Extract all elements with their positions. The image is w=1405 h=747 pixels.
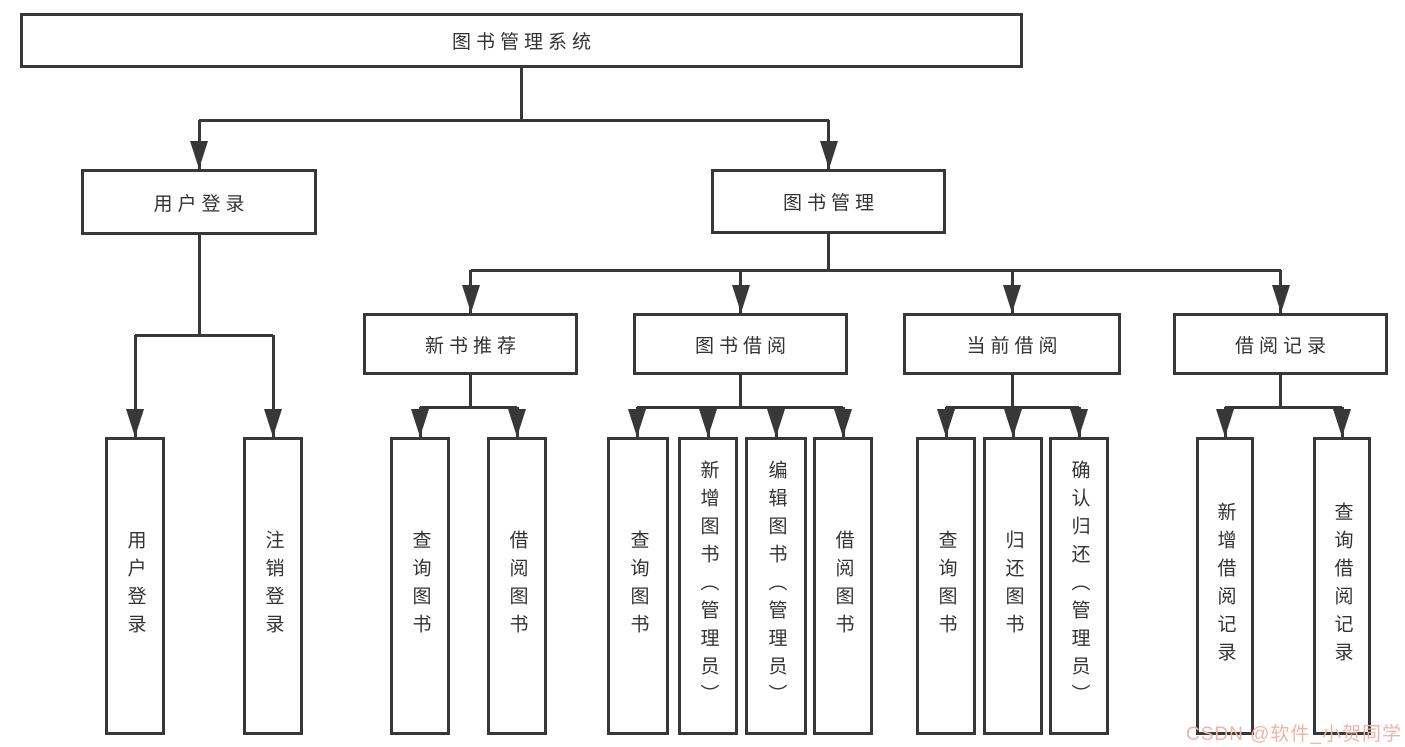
connector-line-vertical — [133, 335, 137, 437]
leaf-borrow-books-recommend-label: 借阅图书 — [506, 530, 528, 642]
leaf-query-books-current: 查询图书 — [916, 437, 976, 735]
leaf-confirm-return-admin: 确认归还（管理员） — [1049, 437, 1109, 735]
leaf-query-books-borrowing: 查询图书 — [607, 437, 669, 735]
connector-line-vertical — [739, 375, 742, 407]
leaf-query-books-recommend: 查询图书 — [390, 437, 450, 735]
arrowhead-down-icon — [628, 409, 646, 437]
connector-line-vertical — [271, 335, 275, 437]
leaf-add-borrow-record-label: 新增借阅记录 — [1214, 502, 1236, 670]
leaf-add-borrow-record: 新增借阅记录 — [1196, 437, 1254, 735]
leaf-query-borrow-record-label: 查询借阅记录 — [1331, 502, 1353, 670]
connector-line-vertical — [1010, 375, 1014, 407]
arrowhead-down-icon — [1216, 409, 1234, 437]
arrowhead-down-icon — [1333, 409, 1351, 437]
leaf-add-book-admin-label: 新增图书（管理员） — [697, 460, 719, 712]
connector-line-vertical — [1279, 375, 1282, 407]
node-user-login-group-label: 用户登录 — [153, 193, 250, 215]
node-book-borrowing-label: 图书借阅 — [694, 335, 791, 357]
arrowhead-down-icon — [699, 409, 717, 437]
leaf-query-books-borrowing-label: 查询图书 — [627, 530, 649, 642]
connector-line-horizontal — [420, 405, 517, 409]
connector-line-horizontal — [135, 333, 273, 337]
arrowhead-down-icon — [937, 409, 955, 437]
arrowhead-down-icon — [819, 141, 838, 169]
leaf-return-books: 归还图书 — [983, 437, 1043, 735]
arrowhead-down-icon — [1271, 285, 1290, 313]
node-root-system: 图书管理系统 — [20, 13, 1023, 68]
arrowhead-down-icon — [1003, 285, 1021, 313]
leaf-edit-book-admin-label: 编辑图书（管理员） — [765, 460, 787, 712]
node-current-borrowing: 当前借阅 — [903, 313, 1121, 375]
connector-line-horizontal — [1225, 405, 1342, 409]
arrowhead-down-icon — [190, 141, 208, 169]
arrowhead-down-icon — [1004, 409, 1022, 437]
arrowhead-down-icon — [731, 285, 750, 313]
leaf-add-book-admin: 新增图书（管理员） — [678, 437, 738, 735]
arrowhead-down-icon — [411, 409, 429, 437]
leaf-logout: 注销登录 — [243, 437, 303, 735]
leaf-user-login-label: 用户登录 — [124, 530, 146, 642]
connector-line-vertical — [469, 375, 472, 407]
node-book-borrowing: 图书借阅 — [633, 313, 848, 375]
arrowhead-down-icon — [508, 409, 526, 437]
arrowhead-down-icon — [264, 409, 282, 437]
arrowhead-down-icon — [1070, 409, 1088, 437]
leaf-query-books-current-label: 查询图书 — [935, 530, 957, 642]
arrowhead-down-icon — [834, 409, 852, 437]
node-book-management-group-label: 图书管理 — [782, 193, 879, 214]
node-user-login-group: 用户登录 — [81, 169, 317, 235]
leaf-query-books-recommend-label: 查询图书 — [409, 530, 431, 642]
node-current-borrowing-label: 当前借阅 — [966, 335, 1063, 357]
leaf-borrow-books-recommend: 借阅图书 — [487, 437, 547, 735]
leaf-borrow-books-borrowing: 借阅图书 — [813, 437, 873, 735]
leaf-confirm-return-admin-label: 确认归还（管理员） — [1068, 460, 1090, 712]
connector-line-horizontal — [199, 118, 829, 122]
connector-line-vertical — [197, 235, 201, 335]
connector-line-horizontal — [637, 405, 843, 409]
arrowhead-down-icon — [767, 409, 785, 437]
arrowhead-down-icon — [126, 409, 144, 437]
node-new-book-recommend: 新书推荐 — [363, 313, 578, 375]
node-book-management-group: 图书管理 — [711, 169, 946, 234]
node-borrowing-records-label: 借阅记录 — [1234, 335, 1331, 357]
connector-line-vertical — [827, 234, 830, 270]
leaf-logout-label: 注销登录 — [262, 530, 284, 642]
leaf-return-books-label: 归还图书 — [1002, 530, 1024, 642]
connector-line-vertical — [520, 68, 523, 120]
leaf-user-login: 用户登录 — [105, 437, 165, 735]
leaf-query-borrow-record: 查询借阅记录 — [1313, 437, 1371, 735]
arrowhead-down-icon — [461, 285, 480, 313]
connector-line-horizontal — [470, 268, 1281, 272]
watermark-text: CSDN @软件_小贺同学 — [1186, 724, 1402, 745]
node-new-book-recommend-label: 新书推荐 — [424, 335, 521, 357]
node-borrowing-records: 借阅记录 — [1173, 313, 1388, 375]
leaf-edit-book-admin: 编辑图书（管理员） — [745, 437, 807, 735]
node-root-label: 图书管理系统 — [451, 32, 596, 53]
leaf-borrow-books-borrowing-label: 借阅图书 — [832, 530, 854, 642]
